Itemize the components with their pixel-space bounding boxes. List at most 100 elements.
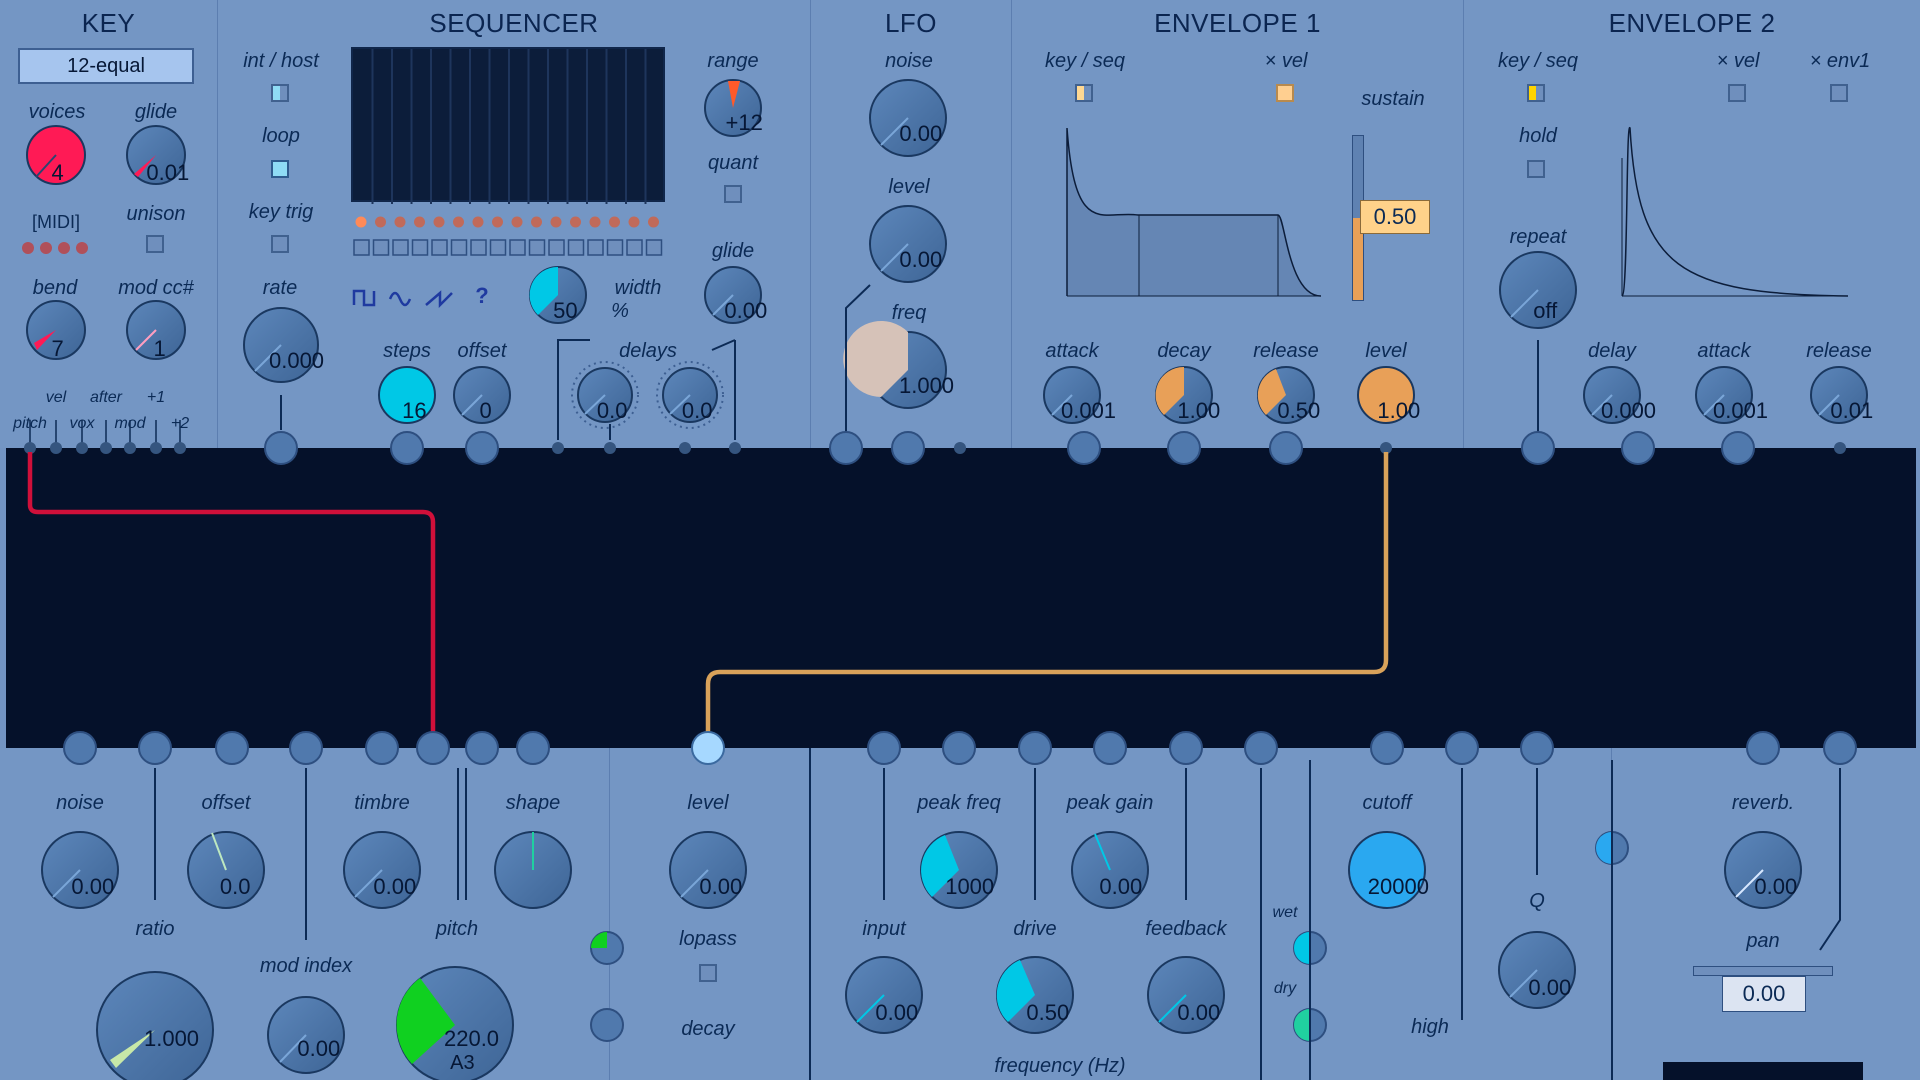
- repeat-value: off: [1533, 298, 1558, 323]
- modcc-value: 1: [153, 336, 166, 361]
- pitch-value: 220.0: [443, 1026, 500, 1051]
- env2-vel-checkbox[interactable]: [1728, 84, 1746, 102]
- lfo-noise-label: noise: [885, 50, 933, 72]
- lfo-freq-label: freq: [891, 302, 927, 324]
- output-meter: [1663, 1062, 1863, 1080]
- amp-decay-label: decay: [681, 1018, 735, 1040]
- offset-label: offset: [457, 340, 507, 362]
- delay1-value: 0.0: [596, 398, 628, 423]
- env2-env1-checkbox[interactable]: [1830, 84, 1848, 102]
- pitch-label: pitch: [435, 918, 479, 940]
- amp-level-value: 0.00: [699, 874, 743, 899]
- wet-label: wet: [1272, 904, 1298, 921]
- timbre-value: 0.00: [373, 874, 417, 899]
- quant-checkbox[interactable]: [724, 185, 742, 203]
- delays-label: delays: [619, 340, 677, 362]
- keytrig-checkbox[interactable]: [271, 235, 289, 253]
- env2-graph[interactable]: [1618, 118, 1849, 298]
- voices-count: 4: [51, 160, 64, 185]
- steps-value: 16: [402, 398, 427, 423]
- unison-checkbox[interactable]: [146, 235, 164, 253]
- inthost-label: int / host: [243, 50, 319, 72]
- reverb-value: 0.00: [1754, 874, 1798, 899]
- lfo-level-label: level: [888, 176, 930, 198]
- loop-checkbox[interactable]: [271, 160, 289, 178]
- midi-indicators: [22, 242, 88, 254]
- glide-value: 0.01: [146, 160, 190, 185]
- range-label: range: [707, 50, 759, 72]
- env1-level-label: level: [1365, 340, 1407, 362]
- env1-graph[interactable]: [1063, 120, 1323, 300]
- shape-random-icon[interactable]: ?: [475, 283, 489, 308]
- hold-checkbox[interactable]: [1527, 160, 1545, 178]
- pan-slider[interactable]: [1693, 966, 1833, 976]
- ratio-value: 1.000: [143, 1026, 200, 1051]
- out-plus1-label: +1: [146, 389, 166, 406]
- dry-label: dry: [1273, 980, 1297, 997]
- env2-keyseq-label: key / seq: [1497, 50, 1579, 72]
- out-vox-label: vox: [69, 415, 95, 432]
- hold-label: hold: [1519, 125, 1557, 147]
- env1-release-value: 0.50: [1277, 398, 1321, 423]
- reverb-label: reverb.: [1731, 792, 1795, 814]
- lopass-checkbox[interactable]: [699, 964, 717, 982]
- out-mod-label: mod: [114, 415, 146, 432]
- patch-bay[interactable]: [6, 448, 1916, 748]
- drive-value: 0.50: [1026, 1000, 1070, 1025]
- env1-attack-value: 0.001: [1060, 398, 1117, 423]
- feedback-label: feedback: [1145, 918, 1227, 940]
- filter-input-value: 0.00: [875, 1000, 919, 1025]
- envelope1-title: ENVELOPE 1: [1154, 8, 1321, 38]
- env2-delay-label: delay: [1588, 340, 1636, 362]
- env1-vel-checkbox[interactable]: [1276, 84, 1294, 102]
- ratio-label: ratio: [135, 918, 175, 940]
- out-plus2-label: +2: [170, 415, 190, 432]
- q-value: 0.00: [1528, 975, 1572, 1000]
- shape-label: shape: [505, 792, 561, 814]
- sustain-slider-fill: [1353, 218, 1363, 300]
- steps-label: steps: [383, 340, 431, 362]
- peakfreq-value: 1000: [945, 874, 995, 899]
- modcc-label: mod cc#: [118, 277, 194, 299]
- env1-decay-value: 1.00: [1177, 398, 1221, 423]
- width-value: 50: [553, 298, 578, 323]
- cutoff-label: cutoff: [1362, 792, 1412, 814]
- out-vel-label: vel: [45, 389, 67, 406]
- env2-keyseq-checkbox[interactable]: [1527, 84, 1545, 102]
- lfo-level-value: 0.00: [899, 247, 943, 272]
- repeat-label: repeat: [1509, 226, 1567, 248]
- loop-label: loop: [262, 125, 300, 147]
- sustain-value-box[interactable]: 0.50: [1360, 200, 1430, 234]
- width-unit-label: %: [611, 300, 629, 322]
- midi-label: [MIDI]: [32, 212, 80, 232]
- modindex-label: mod index: [259, 955, 353, 977]
- pan-value-box[interactable]: 0.00: [1722, 976, 1806, 1012]
- inthost-checkbox[interactable]: [271, 84, 289, 102]
- feedback-value: 0.00: [1177, 1000, 1221, 1025]
- filter-input-label: input: [862, 918, 906, 940]
- delay2-value: 0.0: [681, 398, 713, 423]
- lfo-freq-value: 1.000: [898, 373, 955, 398]
- env2-release-label: release: [1806, 340, 1872, 362]
- seq-offset-value: 0: [479, 398, 492, 423]
- env2-env1-label: × env1: [1809, 50, 1871, 72]
- env1-keyseq-checkbox[interactable]: [1075, 84, 1093, 102]
- rate-value: 0.000: [268, 348, 325, 373]
- osc-noise-value: 0.00: [71, 874, 115, 899]
- sequencer-steps: [371, 49, 647, 204]
- sequencer-step-indicators[interactable]: [351, 212, 671, 256]
- pan-value: 0.00: [1742, 981, 1786, 1006]
- shape-icons[interactable]: [352, 285, 472, 315]
- keytrig-label: key trig: [248, 201, 314, 223]
- env1-attack-label: attack: [1045, 340, 1099, 362]
- range-value: +12: [725, 110, 763, 135]
- key-title: KEY: [81, 8, 136, 38]
- seq-glide-label: glide: [711, 240, 755, 262]
- sequencer-grid[interactable]: [351, 47, 665, 204]
- lfo-noise-value: 0.00: [899, 121, 943, 146]
- tuning-button[interactable]: 12-equal: [18, 48, 194, 84]
- unison-label: unison: [126, 203, 186, 225]
- env1-level-value: 1.00: [1377, 398, 1421, 423]
- bend-label: bend: [32, 277, 78, 299]
- env1-keyseq-label: key / seq: [1044, 50, 1126, 72]
